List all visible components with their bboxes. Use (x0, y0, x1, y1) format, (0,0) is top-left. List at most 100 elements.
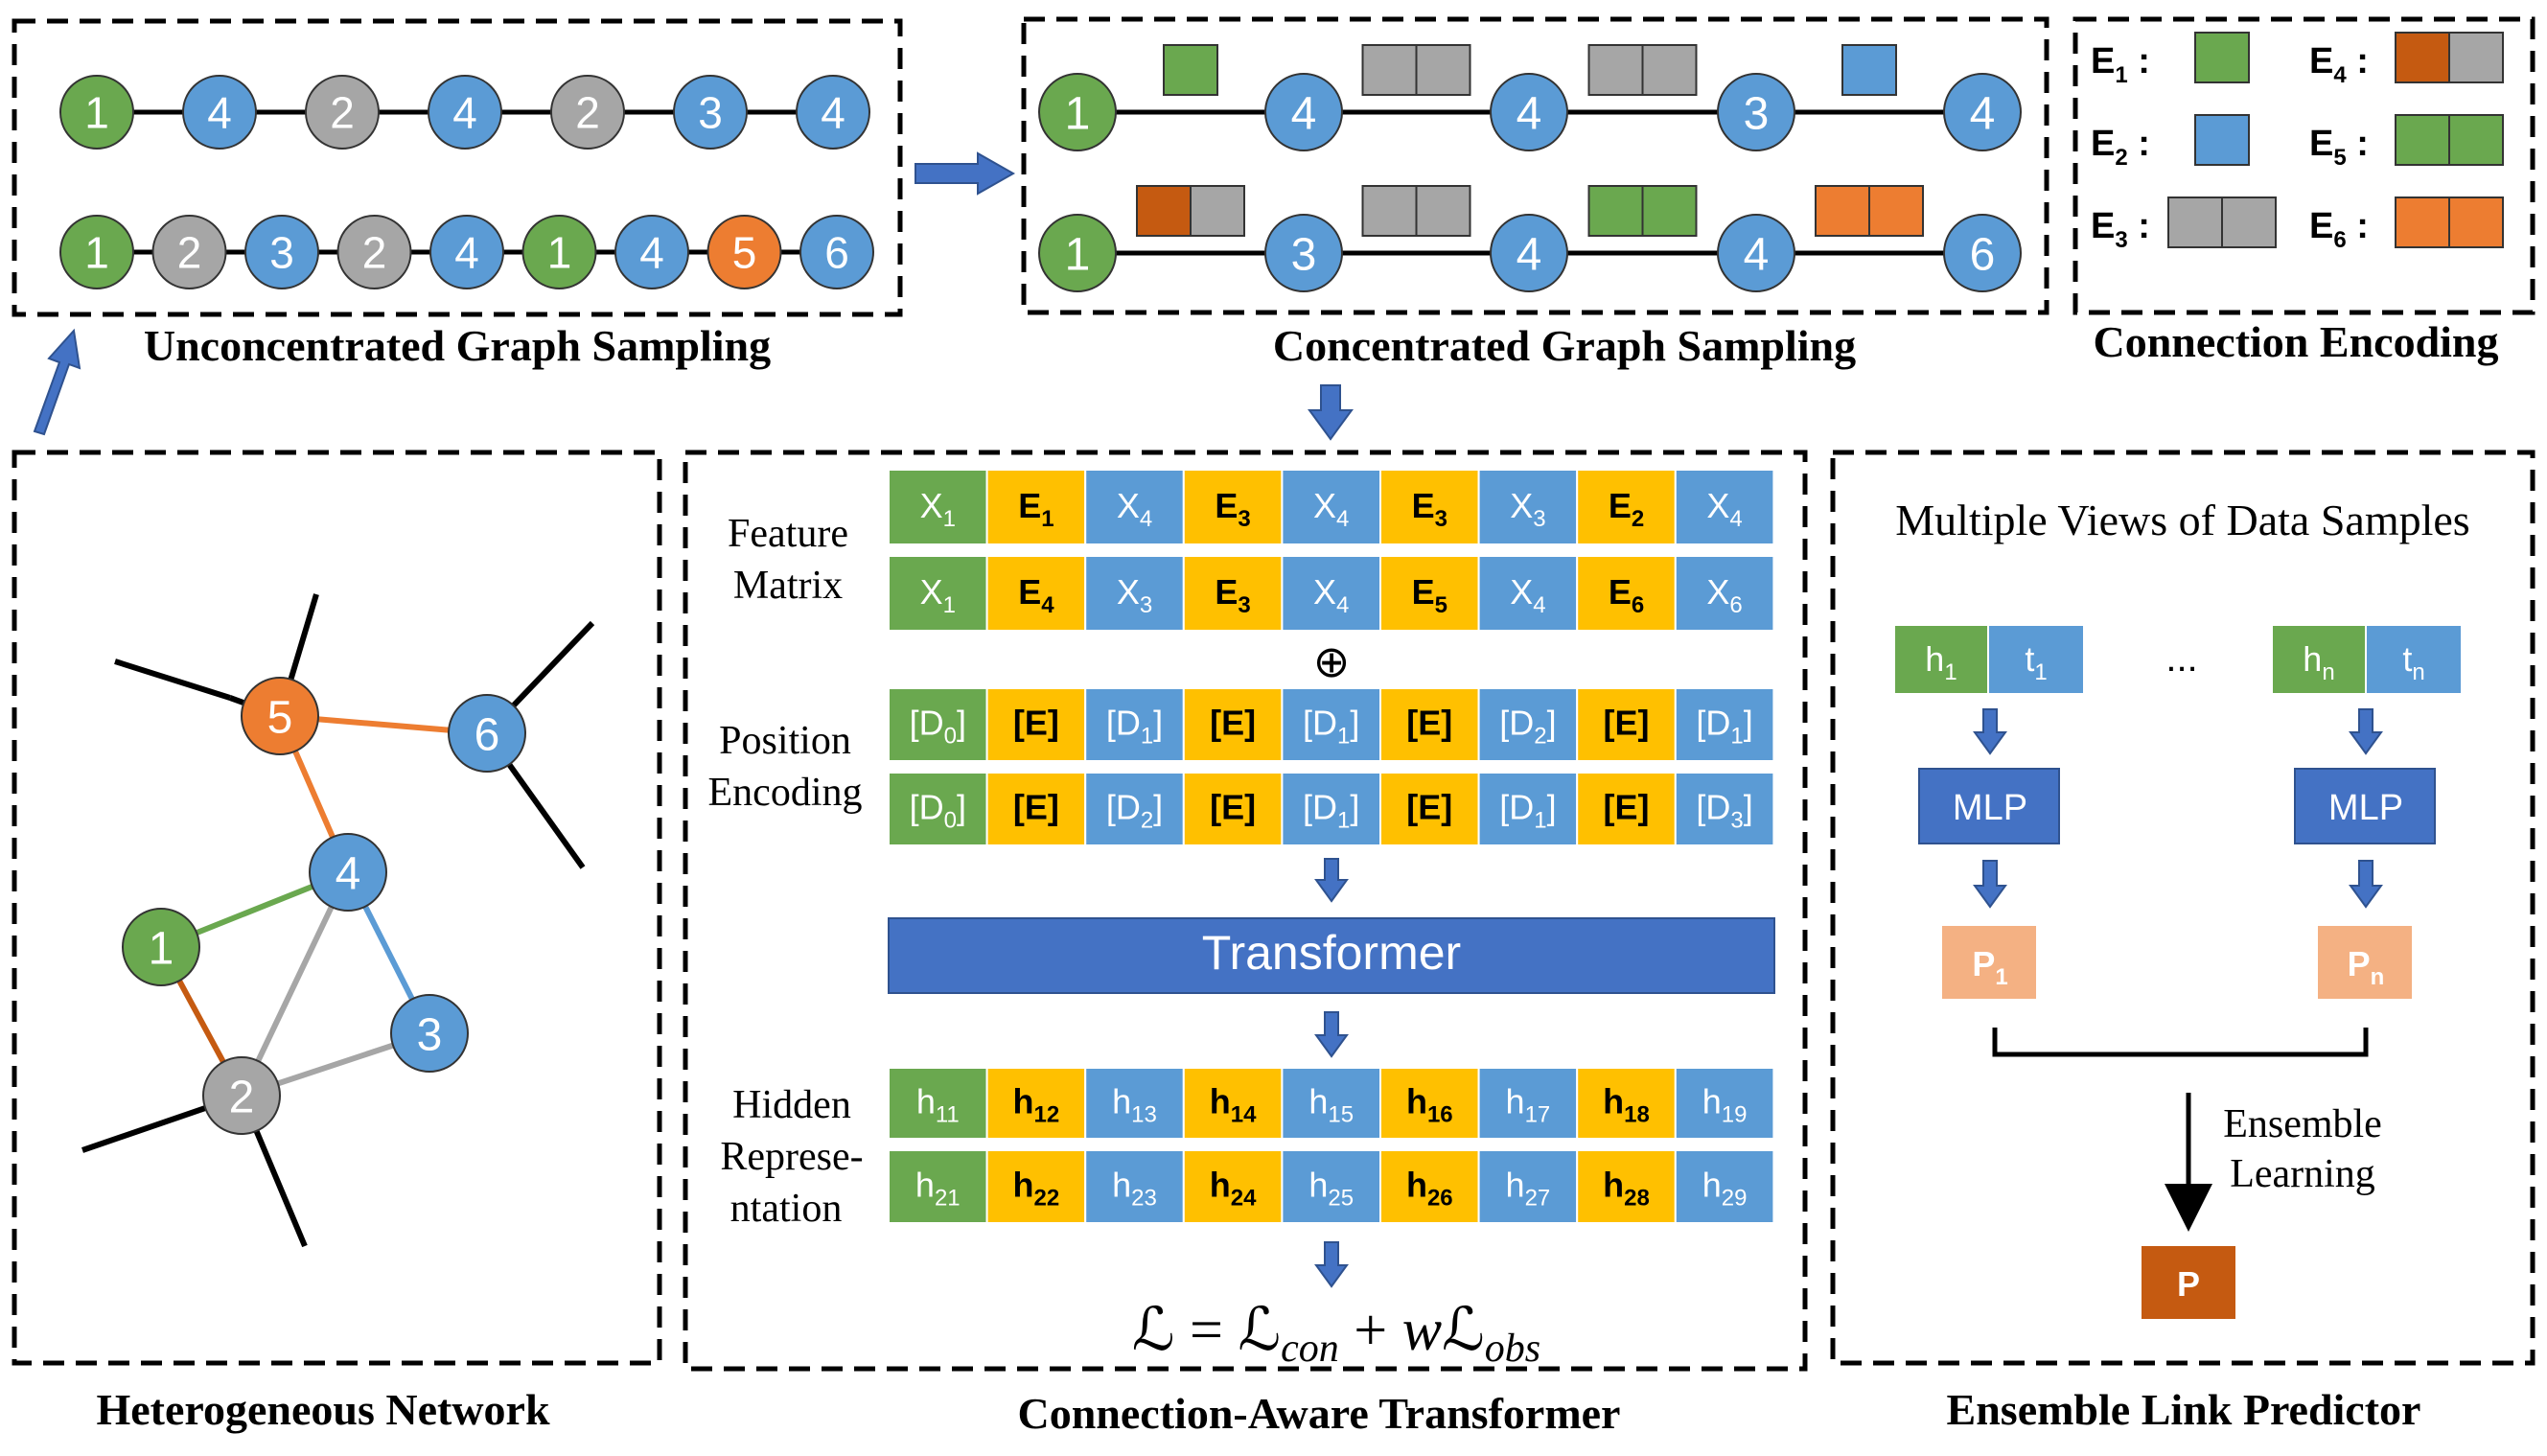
encoding-label: E6 : (2309, 206, 2369, 253)
position-label-2: Encoding (708, 771, 863, 815)
position-row2-cell-label: [E] (1604, 788, 1650, 827)
position-row1-cell-label: [D1] (1696, 704, 1752, 750)
arrow-view-to-mlp (1973, 708, 2007, 755)
position-row2-cell (985, 772, 1087, 846)
position-row2-cell-label: [D0] (910, 788, 966, 834)
position-label-1: Position (719, 719, 851, 763)
hidden-label-3: ntation (730, 1187, 843, 1231)
concentrated-row2-node: 4 (1490, 214, 1568, 292)
position-row1-cell (1477, 687, 1579, 762)
title-concentrated: Concentrated Graph Sampling (1273, 321, 1856, 370)
mlp-label: MLP (1953, 788, 2027, 828)
hidden-row2-cell (1576, 1149, 1677, 1224)
title-connection-encoding: Connection Encoding (2093, 317, 2498, 366)
arrow-mlp-to-pred (2349, 860, 2383, 909)
encoding-swatch (2448, 114, 2504, 166)
concentrated-edge-segment (1641, 185, 1698, 237)
concentrated-edge-segment (1163, 44, 1218, 96)
feature-row1-cell-label: E2 (1609, 486, 1644, 532)
ensemble-bracket (1992, 1028, 2369, 1057)
hidden-row2-cell (985, 1149, 1087, 1224)
ensemble-learning-label-2: Learning (2230, 1152, 2375, 1196)
mlp-label: MLP (2328, 788, 2403, 828)
hidden-row2-cell-label: h24 (1210, 1166, 1257, 1212)
unconcentrated-row2-node: 4 (429, 215, 504, 289)
network-node: 1 (122, 908, 200, 986)
position-row1-cell (1182, 687, 1284, 762)
network-node: 6 (448, 694, 526, 773)
position-row1-cell-label: [E] (1604, 704, 1650, 743)
position-row1-cell-label: [D1] (1106, 704, 1163, 750)
encoding-label: E5 : (2309, 124, 2369, 171)
feature-row1-cell (888, 469, 988, 545)
connection-encoding-panel (2072, 16, 2535, 315)
encoding-label: E4 : (2309, 41, 2369, 88)
feature-row1-cell-label: E1 (1018, 486, 1054, 532)
hidden-row1-cell-label: h17 (1506, 1081, 1551, 1127)
concentrated-row2-node-label: 4 (1517, 229, 1542, 280)
loss-equation: ℒ = ℒcon + wℒobs (1132, 1298, 1540, 1371)
concentrated-edge-segment (1815, 185, 1870, 237)
feature-row2-cell-label: X4 (1313, 572, 1349, 618)
hidden-row2-cell-label: h25 (1308, 1166, 1354, 1212)
hidden-row1-cell (1182, 1067, 1284, 1140)
feature-row2-cell-label: E4 (1018, 572, 1054, 618)
position-row1-cell-label: [D2] (1499, 704, 1556, 750)
position-row1-cell (1084, 687, 1185, 762)
hidden-row2-cell (1674, 1149, 1775, 1224)
unconcentrated-row1-node: 4 (796, 75, 870, 150)
network-node-label: 3 (417, 1009, 443, 1060)
hidden-row2-cell-label: h22 (1013, 1166, 1060, 1212)
concentrated-edge-segment (1361, 44, 1418, 96)
arrow-mlp-to-pred (1973, 860, 2007, 909)
view-tail-label: tn (2402, 639, 2424, 685)
encoding-swatch (2194, 32, 2250, 83)
hidden-row2-cell-label: h21 (915, 1166, 961, 1212)
hidden-row2-cell (888, 1149, 988, 1224)
feature-row1-cell (985, 469, 1087, 545)
encoding-swatch (2395, 32, 2450, 83)
hidden-row2-cell-label: h29 (1702, 1166, 1748, 1212)
arrow-up-to-unconcentrated (33, 328, 81, 436)
unconcentrated-row1-node-label: 4 (207, 88, 232, 138)
plus-symbol: ⊕ (1313, 636, 1351, 686)
unconcentrated-row1-node-label: 4 (821, 88, 845, 138)
feature-row1-cell-label: X3 (1510, 486, 1545, 532)
feature-row2-cell-label: X6 (1706, 572, 1742, 618)
concentrated-row1-node: 4 (1943, 73, 2022, 151)
unconcentrated-row2-node: 1 (521, 215, 597, 289)
concentrated-row2-node-label: 3 (1291, 229, 1317, 280)
position-row1-cell-label: [E] (1406, 704, 1452, 743)
hidden-row1-cell-label: h14 (1210, 1081, 1257, 1127)
position-row2-cell (1182, 772, 1284, 846)
connection-encoding-legend: E1 :E4 :E2 :E5 :E3 :E6 : (2091, 32, 2504, 253)
unconcentrated-row2-node: 6 (799, 215, 874, 289)
concentrated-edge-segment (1587, 44, 1644, 96)
encoding-swatch (2448, 196, 2504, 248)
arrow-to-concentrated (915, 151, 1016, 196)
view-head-cell (2271, 624, 2367, 695)
hidden-row1-cell-label: h12 (1013, 1081, 1060, 1127)
network-edge (239, 870, 351, 1098)
mlp-block (1918, 768, 2060, 844)
concentrated-edge-segment (1415, 44, 1471, 96)
view-head-label: h1 (1925, 639, 1957, 685)
feature-label-1: Feature (728, 512, 848, 556)
concentrated-row2-node: 1 (1038, 214, 1117, 292)
network-node-label: 6 (475, 709, 500, 760)
transformer-block-label: Transformer (1202, 926, 1461, 980)
unconcentrated-row1-node-label: 2 (330, 88, 355, 138)
final-prediction-label: P (2177, 1264, 2200, 1304)
ensemble-heading: Multiple Views of Data Samples (1895, 496, 2469, 544)
position-row1-cell (985, 687, 1087, 762)
concentrated-row1-node: 3 (1717, 73, 1795, 151)
unconcentrated-row2-node: 1 (59, 215, 134, 289)
transformer-panel (683, 450, 1808, 1372)
position-row1-cell-label: [D0] (910, 704, 966, 750)
view-tail-cell (2365, 624, 2463, 695)
view-prediction-label: Pn (2348, 944, 2385, 990)
title-unconcentrated: Unconcentrated Graph Sampling (144, 321, 771, 370)
